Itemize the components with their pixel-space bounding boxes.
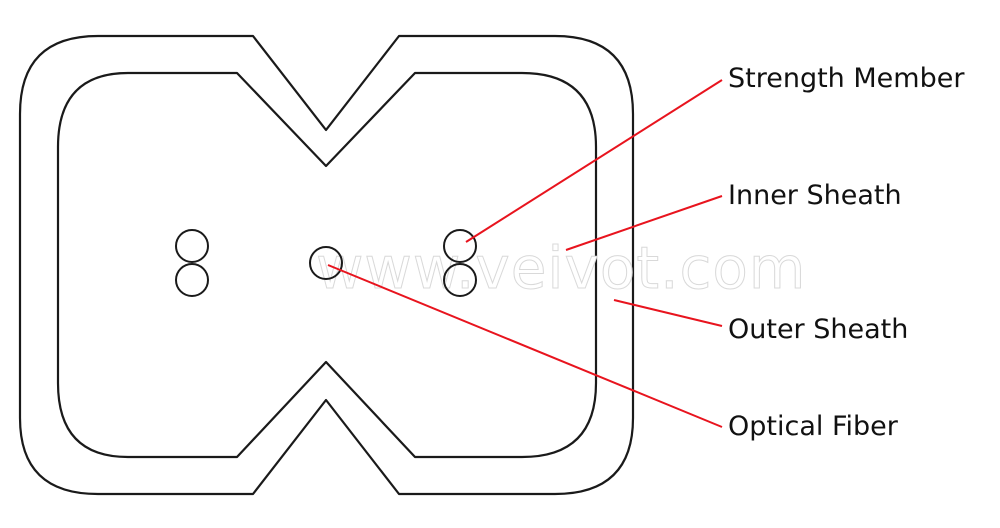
watermark-text: www.veivot.com <box>316 234 806 302</box>
strength-member-right-bottom <box>443 263 477 297</box>
optical-fiber <box>309 246 343 280</box>
leader-line-strength-member <box>465 79 723 243</box>
label-inner-sheath: Inner Sheath <box>728 180 902 211</box>
strength-member-left-bottom <box>175 263 209 297</box>
strength-member-right-top <box>443 229 477 263</box>
label-outer-sheath: Outer Sheath <box>728 314 908 345</box>
strength-member-left-top <box>175 229 209 263</box>
label-strength-member: Strength Member <box>728 63 965 94</box>
leader-line-outer-sheath <box>613 299 723 327</box>
outer-sheath-outline <box>18 34 635 496</box>
leader-line-optical-fiber <box>327 264 723 428</box>
inner-sheath-outline <box>56 71 598 459</box>
label-optical-fiber: Optical Fiber <box>728 411 899 442</box>
leader-line-inner-sheath <box>565 195 723 251</box>
